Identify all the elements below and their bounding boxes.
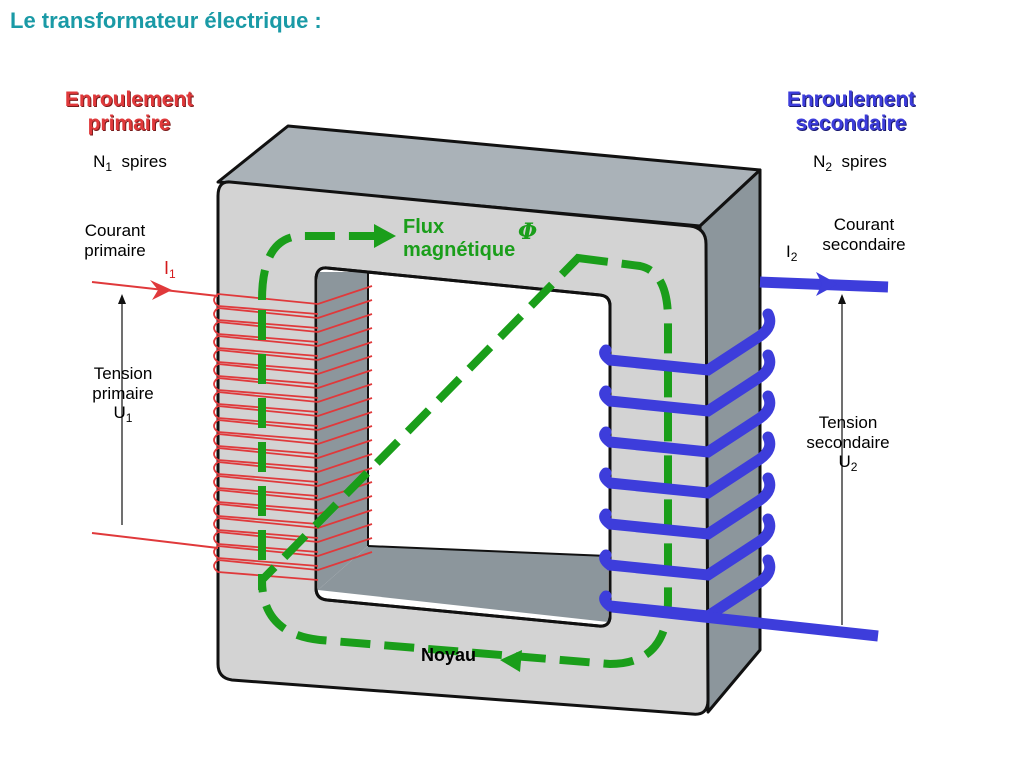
primary-coil-turn xyxy=(213,509,373,539)
primary-heading-line1: Enroulement xyxy=(64,88,194,111)
primary-coil-turn xyxy=(213,285,373,315)
primary-heading: Enroulement primaire xyxy=(48,88,210,136)
secondary-winding xyxy=(599,308,776,622)
secondary-current-symbol: I2 xyxy=(786,242,798,264)
core-label: Noyau xyxy=(421,645,477,665)
secondary-coil-turn xyxy=(599,472,776,540)
primary-coil-turn xyxy=(213,299,373,329)
primary-current-arrow-icon xyxy=(150,280,172,300)
primary-current-symbol: I1 xyxy=(164,258,176,281)
secondary-coil-turn xyxy=(599,390,776,458)
flux-label: Flux magnétique xyxy=(403,216,515,262)
primary-coil-turn xyxy=(213,523,373,553)
primary-coil-turn xyxy=(213,495,373,525)
primary-coil-turn xyxy=(213,411,373,441)
secondary-voltage-label: Tension secondaire U2 xyxy=(806,413,890,475)
flux-label-line2: magnétique xyxy=(403,239,516,261)
secondary-coil-turn xyxy=(599,513,776,581)
primary-coil-turn xyxy=(213,453,373,483)
primary-lead-bottom xyxy=(91,532,219,549)
primary-turns: N1 spires xyxy=(93,152,167,174)
secondary-coil-turn xyxy=(599,349,776,417)
core-window-inner-bottom xyxy=(318,546,608,622)
flux-path xyxy=(257,232,672,669)
secondary-heading-line1: Enroulement xyxy=(786,88,916,111)
secondary-heading-line2: secondaire xyxy=(795,112,907,136)
primary-lead-top xyxy=(91,281,219,297)
primary-voltage-label: Tension primaire U1 xyxy=(92,364,154,426)
primary-current-label: Courant primaire xyxy=(84,221,146,260)
primary-coil-turn xyxy=(213,425,373,455)
page-title: Le transformateur électrique : xyxy=(10,8,322,33)
primary-coil-turn xyxy=(213,551,373,581)
primary-coil-turn xyxy=(213,355,373,385)
primary-coil-turn xyxy=(213,369,373,399)
secondary-coil-turn xyxy=(599,431,776,499)
flux-arrow-bottom-icon xyxy=(500,650,522,672)
secondary-turns: N2 spires xyxy=(813,152,887,174)
primary-coil-turn xyxy=(213,383,373,413)
primary-coil-turn xyxy=(213,341,373,371)
primary-winding xyxy=(213,285,373,581)
secondary-lead-bottom xyxy=(611,601,879,642)
flux-arrow-top-icon xyxy=(374,224,396,248)
flux-label-line1: Flux xyxy=(403,216,445,238)
primary-coil-turn xyxy=(213,397,373,427)
secondary-current-arrow-icon xyxy=(816,272,838,296)
flux-symbol: Φ xyxy=(518,219,538,245)
primary-coil-turn xyxy=(213,481,373,511)
primary-coil-turn xyxy=(213,327,373,357)
primary-heading-line2: primaire xyxy=(87,112,171,136)
primary-coil-turn xyxy=(213,313,373,343)
secondary-heading: Enroulement secondaire xyxy=(766,88,936,136)
secondary-coil-turn xyxy=(599,308,776,376)
secondary-current-label: Courant secondaire xyxy=(822,215,906,254)
primary-coil-turn xyxy=(213,439,373,469)
primary-coil-turn xyxy=(213,467,373,497)
core-window-edge-bottom xyxy=(367,545,609,557)
primary-coil-turn xyxy=(213,537,373,567)
